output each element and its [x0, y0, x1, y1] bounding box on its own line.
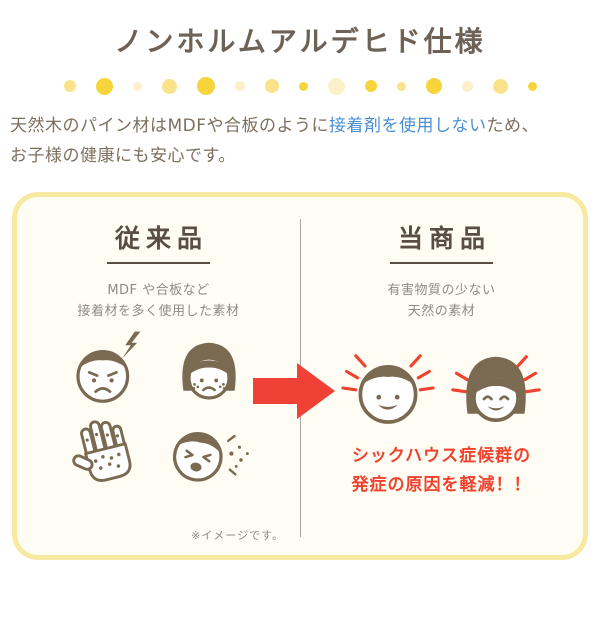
left-description: MDF や合板など 接着材を多く使用した素材 — [77, 282, 240, 319]
right-description: 有害物質の少ない 天然の素材 — [387, 282, 496, 319]
dot-icon — [527, 81, 537, 91]
arrow-head — [297, 362, 335, 419]
intro-paragraph: 天然木のパイン材はMDFや合板のように接着剤を使用しないため、 お子様の健康にも… — [10, 112, 590, 172]
decorative-dots-row — [0, 76, 600, 96]
highlight-text: シックハウス症候群の 発症の原因を軽減！！ — [351, 446, 532, 496]
page-title: ノンホルムアルデヒド仕様 — [114, 25, 486, 58]
intro-text-blue: 接着剤を使用しない — [329, 116, 487, 136]
left-column-conventional: 従来品 MDF や合板など 接着材を多く使用した素材 — [17, 197, 300, 555]
dot-icon — [264, 79, 279, 93]
dot-icon — [327, 77, 345, 95]
unhappy-icons-grid — [59, 330, 259, 492]
right-heading: 当商品 — [389, 219, 493, 264]
dot-icon — [461, 80, 473, 92]
dot-icon — [425, 78, 442, 94]
image-disclaimer-note: ※イメージです。 — [191, 528, 284, 542]
happy-icons-row — [300, 342, 583, 434]
dot-icon — [161, 78, 177, 94]
intro-text-1: 天然木のパイン材はMDFや合板のように — [10, 116, 330, 136]
arrow-right-icon — [253, 362, 335, 419]
dot-icon — [95, 77, 113, 95]
right-column-this-product: 当商品 有害物質の少ない 天然の素材 — [300, 197, 583, 555]
dot-icon — [234, 81, 245, 91]
dot-icon — [196, 77, 215, 95]
dot-icon — [396, 81, 406, 91]
sad-woman-face-icon — [181, 343, 236, 400]
left-heading: 従来品 — [106, 219, 210, 264]
happy-woman-face-icon — [450, 355, 541, 423]
dot-icon — [364, 80, 377, 92]
intro-text-2: ため、 — [486, 116, 540, 136]
comparison-box: 従来品 MDF や合板など 接着材を多く使用した素材 — [12, 191, 588, 560]
dot-icon — [132, 81, 142, 91]
sad-man-face-icon — [75, 331, 140, 404]
intro-text-line2: お子様の健康にも安心です。 — [10, 145, 236, 166]
dot-icon — [298, 81, 308, 91]
sneezing-child-face-icon — [172, 432, 249, 482]
rash-hand-icon — [71, 420, 131, 483]
arrow-shaft — [253, 377, 297, 404]
dot-icon — [63, 80, 76, 92]
product-infographic: ノンホルムアルデヒド仕様 天然木のパイン材はMDFや合板のように接着剤を使用しな… — [0, 20, 600, 620]
happy-man-face-icon — [340, 354, 435, 425]
dot-icon — [492, 78, 508, 94]
